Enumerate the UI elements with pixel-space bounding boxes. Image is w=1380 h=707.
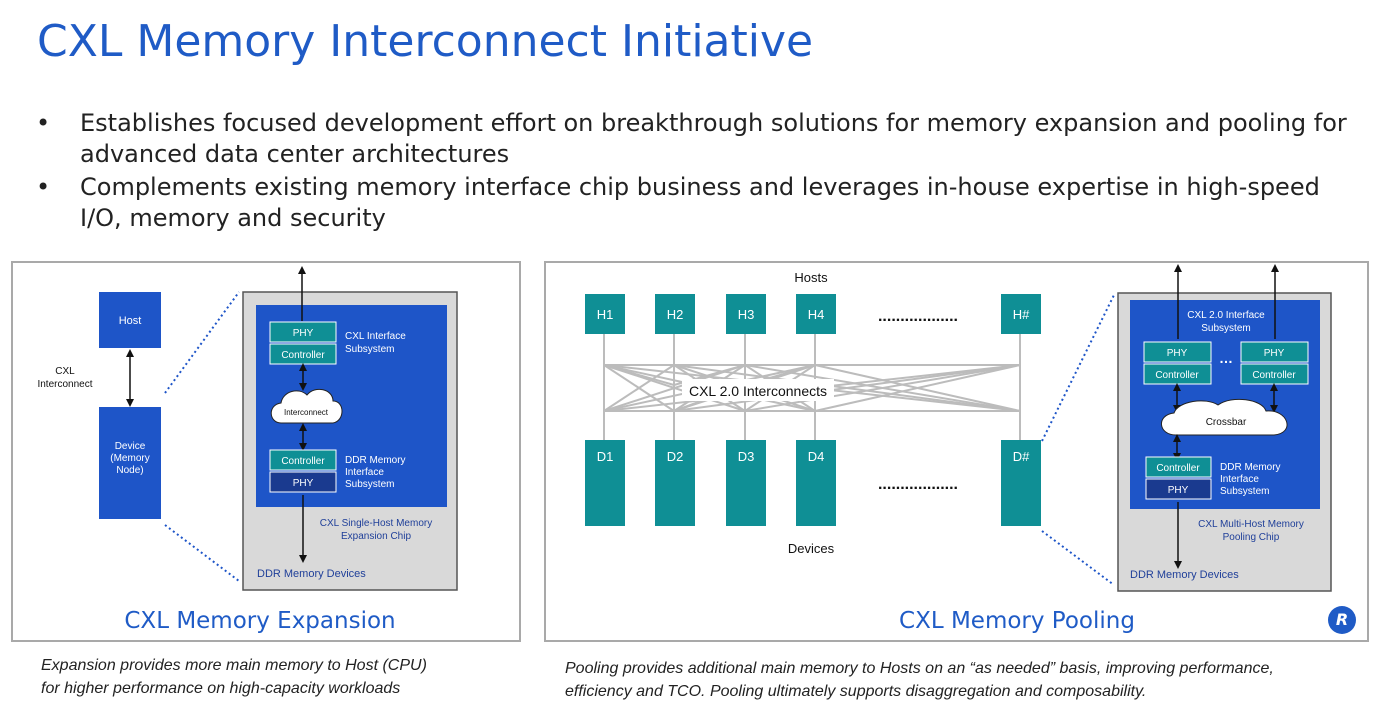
ddr-phy-label: PHY <box>293 478 314 489</box>
controller-label: Controller <box>1155 370 1199 381</box>
company-logo: R <box>1328 606 1356 634</box>
host-box <box>796 294 836 334</box>
device-box <box>796 440 836 526</box>
chip-name: CXL Multi-Host Memory <box>1198 519 1304 530</box>
caption-line: efficiency and TCO. Pooling ultimately s… <box>565 683 1147 700</box>
zoom-line-bottom <box>164 524 240 582</box>
interconnect-label: Interconnect <box>37 379 92 390</box>
cxl-label: CXL <box>55 366 75 377</box>
device-label: D3 <box>738 449 755 464</box>
ddr-interface-label: Interface <box>345 467 384 478</box>
ddr-phy-label: PHY <box>1168 485 1189 496</box>
devices-label: Devices <box>788 541 835 556</box>
host-box <box>585 294 625 334</box>
device-label: Node) <box>116 465 143 476</box>
crossbar-label: Crossbar <box>1206 417 1247 428</box>
ddr-phy-block <box>1145 478 1212 500</box>
crossbar-cloud <box>1161 398 1288 436</box>
pooling-caption: Pooling provides additional main memory … <box>565 657 1365 703</box>
phy-block-2 <box>1240 341 1309 363</box>
hosts-ellipsis: .................. <box>878 308 958 325</box>
phy-block <box>269 321 337 343</box>
device-label: D# <box>1013 449 1030 464</box>
bullet-glyph: • <box>36 173 51 201</box>
chip-name: Expansion Chip <box>341 531 411 542</box>
hosts-label: Hosts <box>794 270 828 285</box>
ddr-controller-label: Controller <box>1156 463 1200 474</box>
host-label: H1 <box>597 307 614 322</box>
zoom-line-top <box>164 291 240 394</box>
ddr-interface-label: DDR Memory <box>345 455 406 466</box>
caption-line: for higher performance on high-capacity … <box>41 680 401 697</box>
ddr-controller-label: Controller <box>281 456 325 467</box>
device-label: D2 <box>667 449 684 464</box>
page-title: CXL Memory Interconnect Initiative <box>37 16 814 67</box>
ddr-devices-label: DDR Memory Devices <box>1130 569 1239 581</box>
cloud-label: Interconnect <box>284 408 329 417</box>
devices-ellipsis: .................. <box>878 476 958 493</box>
host-label: H2 <box>667 307 684 322</box>
hosts-row: H1 H2 H3 H4 H# <box>585 294 1041 334</box>
device-label: D4 <box>808 449 825 464</box>
interconnects-label-bg <box>682 379 834 401</box>
ddr-interface-label: Subsystem <box>1220 486 1269 497</box>
cxl2-interface-label: Subsystem <box>1201 323 1250 334</box>
pooling-panel: Hosts CXL 2.0 Interconnects <box>544 261 1369 642</box>
host-label: H4 <box>808 307 825 322</box>
pooling-panel-title: CXL Memory Pooling <box>899 608 1135 634</box>
device-label: Device <box>115 441 146 452</box>
chip-name: CXL Single-Host Memory <box>320 518 432 529</box>
ddr-controller-block <box>269 449 337 471</box>
caption-line: Expansion provides more main memory to H… <box>41 657 427 674</box>
interconnect-cloud <box>270 388 343 424</box>
caption-line: Pooling provides additional main memory … <box>565 660 1274 677</box>
controller-label: Controller <box>281 350 325 361</box>
phy-label: PHY <box>1167 348 1188 359</box>
bullet-text: Establishes focused development effort o… <box>80 109 1347 168</box>
bullet-item: • Establishes focused development effort … <box>36 108 1356 170</box>
host-label: Host <box>119 315 142 327</box>
host-label: H3 <box>738 307 755 322</box>
host-box <box>1001 294 1041 334</box>
bullet-list: • Establishes focused development effort … <box>36 108 1356 236</box>
ddr-devices-label: DDR Memory Devices <box>257 568 366 580</box>
cxl-interface-label: Subsystem <box>345 344 394 355</box>
interconnects-label: CXL 2.0 Interconnects <box>689 383 827 399</box>
host-box <box>99 292 161 348</box>
ddr-interface-label: Subsystem <box>345 479 394 490</box>
devices-row: D1 D2 D3 D4 D# <box>585 440 1041 526</box>
expansion-caption: Expansion provides more main memory to H… <box>41 654 521 700</box>
controller-label: Controller <box>1252 370 1296 381</box>
ddr-controller-block <box>1145 456 1212 478</box>
expansion-panel: Host CXL Interconnect Device (Memory Nod… <box>11 261 521 642</box>
device-box <box>585 440 625 526</box>
ddr-interface-label: Interface <box>1220 474 1259 485</box>
device-label: D1 <box>597 449 614 464</box>
host-box <box>655 294 695 334</box>
phy-separator-dots: … <box>1219 350 1233 366</box>
device-box <box>99 407 161 519</box>
cxl-interface-label: CXL Interface <box>345 331 406 342</box>
phy-label: PHY <box>293 328 314 339</box>
expansion-diagram: Host CXL Interconnect Device (Memory Nod… <box>37 266 458 634</box>
phy-block-1 <box>1143 341 1212 363</box>
ddr-interface-label: DDR Memory <box>1220 462 1281 473</box>
chip-name: Pooling Chip <box>1223 532 1280 543</box>
device-box <box>655 440 695 526</box>
phy-label: PHY <box>1264 348 1285 359</box>
ddr-phy-block <box>269 471 337 493</box>
device-box <box>1001 440 1041 526</box>
zoom-line-top <box>1041 294 1115 442</box>
device-box <box>726 440 766 526</box>
host-box <box>726 294 766 334</box>
cxl2-interface-label: CXL 2.0 Interface <box>1187 310 1265 321</box>
pooling-diagram: Hosts CXL 2.0 Interconnects <box>585 264 1332 634</box>
expansion-panel-title: CXL Memory Expansion <box>124 608 395 634</box>
host-label: H# <box>1013 307 1030 322</box>
bullet-text: Complements existing memory interface ch… <box>80 173 1320 232</box>
bullet-glyph: • <box>36 109 51 137</box>
bullet-item: • Complements existing memory interface c… <box>36 172 1356 234</box>
device-label: (Memory <box>110 453 149 464</box>
zoom-line-bottom <box>1041 530 1115 586</box>
